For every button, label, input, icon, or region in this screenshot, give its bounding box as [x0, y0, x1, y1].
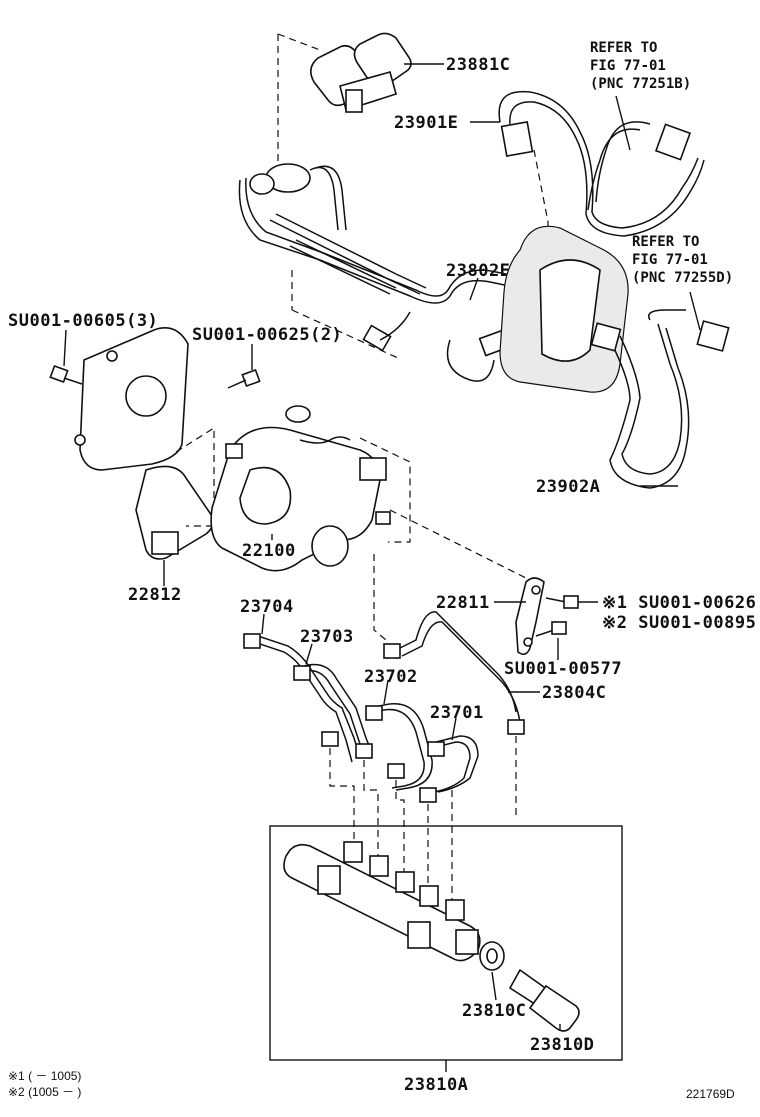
injection-pipes-drawing — [243, 611, 525, 803]
bracket-22811-drawing — [515, 577, 545, 656]
engine-block-drawing — [499, 225, 629, 393]
label-23701: 23701 — [430, 703, 484, 723]
label-23703: 23703 — [300, 627, 354, 647]
label-23810c: 23810C — [462, 1001, 526, 1021]
clamp-23881c-drawing — [310, 32, 412, 113]
label-23901e: 23901E — [394, 113, 458, 133]
label-22812: 22812 — [128, 585, 182, 605]
refer-to-2-line3: (PNC 77255D) — [632, 270, 733, 286]
label-23902a: 23902A — [536, 477, 600, 497]
refer-to-line3: (PNC 77251B) — [590, 76, 691, 92]
label-su001-00605: SU001-00605(3) — [8, 311, 158, 331]
refer-to-2-line1: REFER TO — [632, 234, 699, 250]
figure-id: 221769D — [686, 1087, 735, 1101]
label-23810d: 23810D — [530, 1035, 594, 1055]
hose-23901e-drawing — [498, 90, 705, 237]
label-su001-00577: SU001-00577 — [504, 659, 622, 679]
bolt-su001-00577-drawing — [535, 621, 567, 637]
label-22100: 22100 — [242, 541, 296, 561]
label-su001-00895: ※2 SU001-00895 — [602, 613, 756, 633]
hose-23902a-drawing — [590, 309, 730, 489]
note-1: ※1 ( － 1005) — [8, 1069, 81, 1083]
bracket-22812-drawing — [74, 327, 214, 560]
label-23804c: 23804C — [542, 683, 606, 703]
bolt-su001-00626-drawing — [545, 595, 579, 609]
sensor-23810d-drawing — [508, 968, 580, 1032]
label-23802e: 23802E — [446, 261, 510, 281]
bolt-su001-00625-drawing — [227, 368, 261, 389]
refer-to-line2: FIG 77-01 — [590, 58, 666, 74]
label-23702: 23702 — [364, 667, 418, 687]
label-23810a: 23810A — [404, 1075, 468, 1095]
bolt-su001-00605-drawing — [49, 364, 83, 385]
label-23704: 23704 — [240, 597, 294, 617]
refer-to-2-line2: FIG 77-01 — [632, 252, 708, 268]
label-su001-00626: ※1 SU001-00626 — [602, 593, 756, 613]
note-2: ※2 (1005 － ) — [8, 1085, 81, 1099]
pump-22100-drawing — [210, 405, 391, 572]
label-22811: 22811 — [436, 593, 490, 613]
refer-to-line1: REFER TO — [590, 40, 657, 56]
common-rail-23810a-drawing — [283, 841, 481, 962]
label-su001-00625: SU001-00625(2) — [192, 325, 342, 345]
washer-23810c-drawing — [479, 941, 505, 971]
label-23881c: 23881C — [446, 55, 510, 75]
